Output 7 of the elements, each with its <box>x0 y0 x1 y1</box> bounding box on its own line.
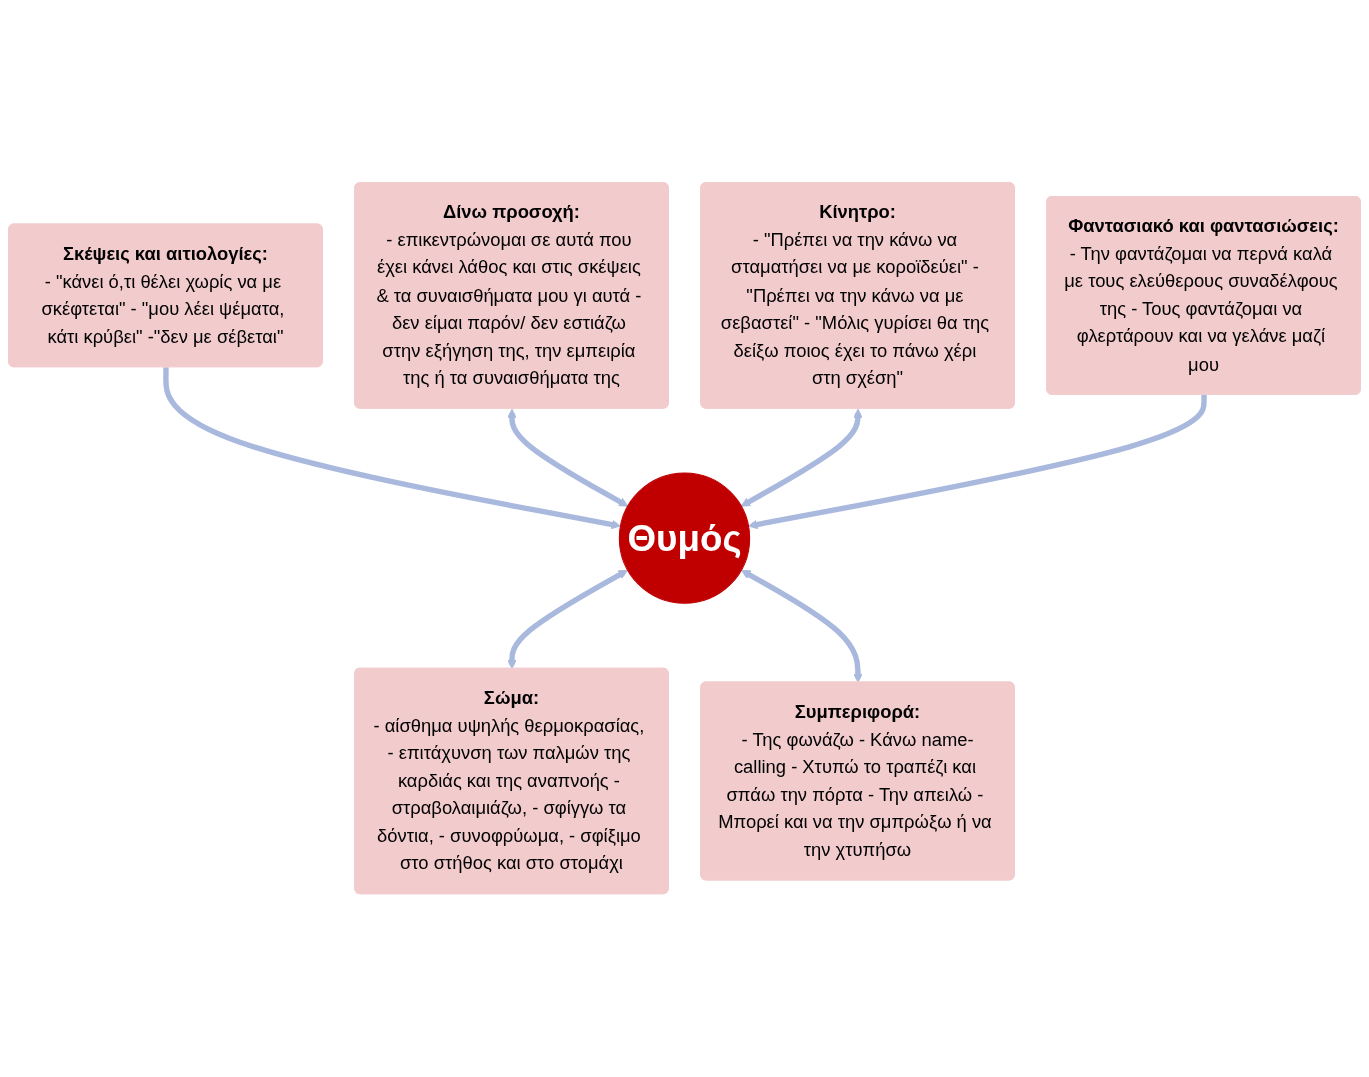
arrow <box>507 570 628 670</box>
arrow <box>507 409 629 507</box>
node-circle: Θυμός <box>618 472 751 605</box>
arrow <box>740 409 863 507</box>
arrow <box>741 570 863 684</box>
arrow <box>163 367 621 530</box>
arrow <box>748 395 1207 530</box>
